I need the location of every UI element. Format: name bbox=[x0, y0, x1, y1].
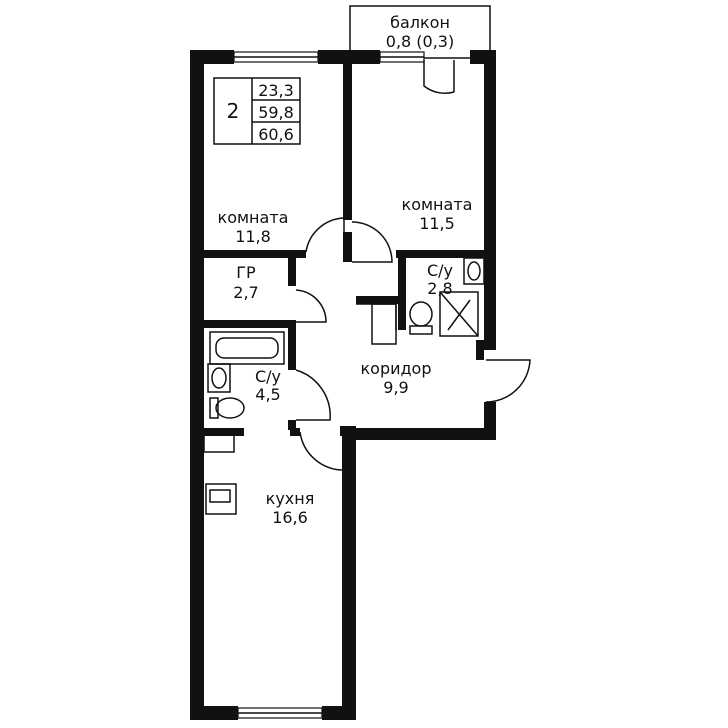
doors bbox=[295, 60, 531, 471]
corridor-name: коридор bbox=[360, 359, 431, 378]
summary-box: 2 23,3 59,8 60,6 bbox=[213, 77, 301, 145]
corridor-area: 9,9 bbox=[383, 378, 408, 397]
kitchen-area: 16,6 bbox=[272, 508, 308, 527]
balcony-name: балкон bbox=[390, 13, 450, 32]
wardrobe-area: 2,7 bbox=[233, 283, 258, 302]
bath-big-area: 4,5 bbox=[255, 385, 280, 404]
outer-walls bbox=[190, 50, 496, 720]
room-left-area: 11,8 bbox=[235, 227, 271, 246]
total-area: 59,8 bbox=[258, 103, 294, 122]
balcony-area: 0,8 (0,3) bbox=[386, 32, 454, 51]
windows bbox=[233, 51, 425, 719]
total-with-balcony: 60,6 bbox=[258, 125, 294, 144]
bath-small-area: 2,8 bbox=[427, 279, 452, 298]
bath-big-name: С/у bbox=[255, 367, 281, 386]
room-right-area: 11,5 bbox=[419, 214, 455, 233]
fixtures bbox=[203, 257, 485, 515]
rooms-count: 2 bbox=[227, 99, 240, 123]
interior-walls bbox=[204, 64, 486, 436]
bath-small-name: С/у bbox=[427, 261, 453, 280]
kitchen-name: кухня bbox=[266, 489, 315, 508]
room-left-name: комната bbox=[218, 208, 289, 227]
room-labels: балкон 0,8 (0,3) комната 11,8 комната 11… bbox=[218, 13, 473, 527]
wardrobe-name: ГР bbox=[236, 263, 256, 282]
room-right-name: комната bbox=[402, 195, 473, 214]
living-area: 23,3 bbox=[258, 81, 294, 100]
